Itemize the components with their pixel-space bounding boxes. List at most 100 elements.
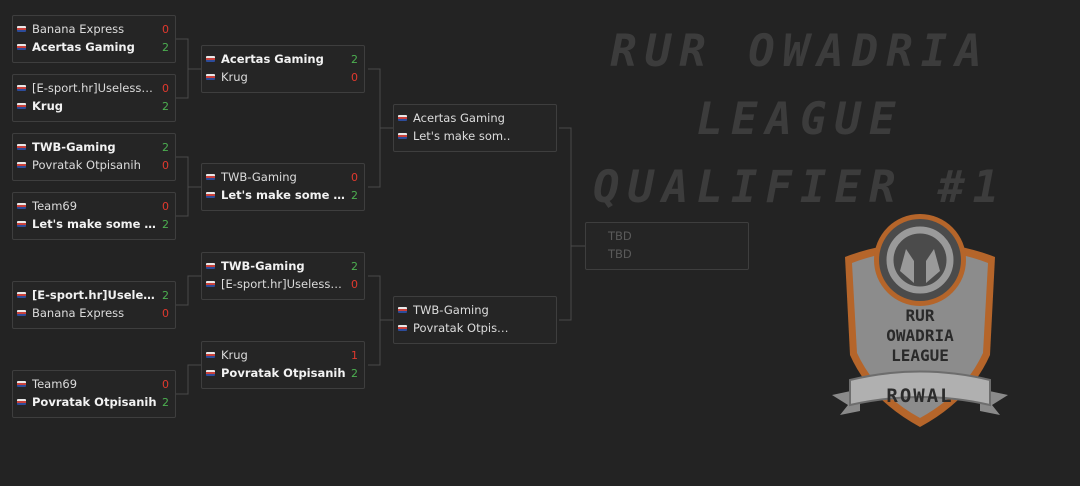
title-line-2: QUALIFIER #1: [593, 162, 1007, 213]
croatia-flag-icon: [206, 352, 215, 358]
logo-line-2: OWADRIA: [886, 326, 954, 345]
team-score: 2: [162, 288, 169, 302]
croatia-flag-icon: [206, 281, 215, 287]
team-row[interactable]: [E-sport.hr]Useles… 2: [13, 286, 175, 304]
team-name: Banana Express: [32, 22, 125, 36]
team-name: [E-sport.hr]Useless…: [221, 277, 342, 291]
croatia-flag-icon: [17, 162, 26, 168]
logo-text: RUR OWADRIA LEAGUE: [865, 306, 975, 366]
team-row[interactable]: Acertas Gaming 2: [202, 50, 364, 68]
team-score: 2: [162, 395, 169, 409]
team-row[interactable]: TBD: [586, 227, 748, 245]
team-row[interactable]: TWB-Gaming 0: [202, 168, 364, 186]
team-row[interactable]: Povratak Otpisanih 2: [13, 393, 175, 411]
croatia-flag-icon: [17, 44, 26, 50]
team-score: 2: [162, 217, 169, 231]
team-row[interactable]: Krug 0: [202, 68, 364, 86]
team-score: 2: [162, 140, 169, 154]
team-row[interactable]: Acertas Gaming: [394, 109, 556, 127]
match-r2-2[interactable]: TWB-Gaming 0 Let's make some …2: [201, 163, 365, 211]
team-name: TWB-Gaming: [221, 170, 297, 184]
croatia-flag-icon: [17, 221, 26, 227]
team-row[interactable]: Povratak Otpis…: [394, 319, 556, 337]
team-name: Acertas Gaming: [32, 40, 135, 54]
croatia-flag-icon: [17, 381, 26, 387]
team-name: Let's make some …: [32, 217, 156, 231]
match-r3-2[interactable]: TWB-Gaming Povratak Otpis…: [393, 296, 557, 344]
team-row[interactable]: TWB-Gaming: [394, 301, 556, 319]
team-row[interactable]: [E-sport.hr]Useless… 0: [13, 79, 175, 97]
team-score: 0: [351, 170, 358, 184]
team-score: 0: [351, 70, 358, 84]
team-row[interactable]: TBD: [586, 245, 748, 263]
team-score: 0: [162, 377, 169, 391]
team-name: Team69: [32, 199, 78, 213]
team-name: Povratak Otpisanih: [32, 395, 157, 409]
croatia-flag-icon: [17, 26, 26, 32]
team-row[interactable]: [E-sport.hr]Useless… 0: [202, 275, 364, 293]
team-score: 2: [351, 52, 358, 66]
croatia-flag-icon: [398, 133, 407, 139]
team-score: 2: [162, 40, 169, 54]
croatia-flag-icon: [17, 144, 26, 150]
team-name: Krug: [221, 70, 248, 84]
team-score: 0: [162, 306, 169, 320]
team-name: TWB-Gaming: [413, 303, 489, 317]
croatia-flag-icon: [206, 74, 215, 80]
team-row[interactable]: Acertas Gaming 2: [13, 38, 175, 56]
match-final[interactable]: TBD TBD: [585, 222, 749, 270]
croatia-flag-icon: [17, 310, 26, 316]
team-name: Let's make some …: [221, 188, 345, 202]
croatia-flag-icon: [17, 292, 26, 298]
team-row[interactable]: Let's make some … 2: [13, 215, 175, 233]
team-name: Acertas Gaming: [221, 52, 324, 66]
team-row[interactable]: Team69 0: [13, 197, 175, 215]
team-row[interactable]: Let's make som..: [394, 127, 556, 145]
team-name: Krug: [221, 348, 248, 362]
match-r1-4[interactable]: Team69 0 Let's make some … 2: [12, 192, 176, 240]
team-name: [E-sport.hr]Useles…: [32, 288, 157, 302]
match-r2-1[interactable]: Acertas Gaming 2 Krug 0: [201, 45, 365, 93]
team-name: TBD: [608, 247, 632, 261]
title-line-1: RUR OWADRIA LEAGUE: [610, 26, 990, 145]
team-name: Let's make som..: [413, 129, 511, 143]
team-score: 0: [351, 277, 358, 291]
croatia-flag-icon: [398, 307, 407, 313]
team-name: Acertas Gaming: [413, 111, 505, 125]
croatia-flag-icon: [17, 85, 26, 91]
team-name: TWB-Gaming: [221, 259, 305, 273]
team-name: Krug: [32, 99, 64, 113]
team-row[interactable]: Let's make some …2: [202, 186, 364, 204]
league-logo-icon: [832, 214, 1008, 427]
croatia-flag-icon: [398, 115, 407, 121]
team-name: Povratak Otpis…: [413, 321, 509, 335]
league-title: RUR OWADRIA LEAGUE QUALIFIER #1: [550, 18, 1050, 222]
logo-banner-text: ROWAL: [886, 385, 954, 407]
match-r3-1[interactable]: Acertas Gaming Let's make som..: [393, 104, 557, 152]
team-row[interactable]: Povratak Otpisanih 2: [202, 364, 364, 382]
team-score: 0: [162, 199, 169, 213]
team-name: Povratak Otpisanih: [221, 366, 346, 380]
team-name: [E-sport.hr]Useless…: [32, 81, 153, 95]
croatia-flag-icon: [398, 325, 407, 331]
logo-line-3: LEAGUE: [891, 346, 949, 365]
team-score: 2: [351, 366, 358, 380]
team-score: 0: [162, 81, 169, 95]
team-score: 0: [162, 158, 169, 172]
